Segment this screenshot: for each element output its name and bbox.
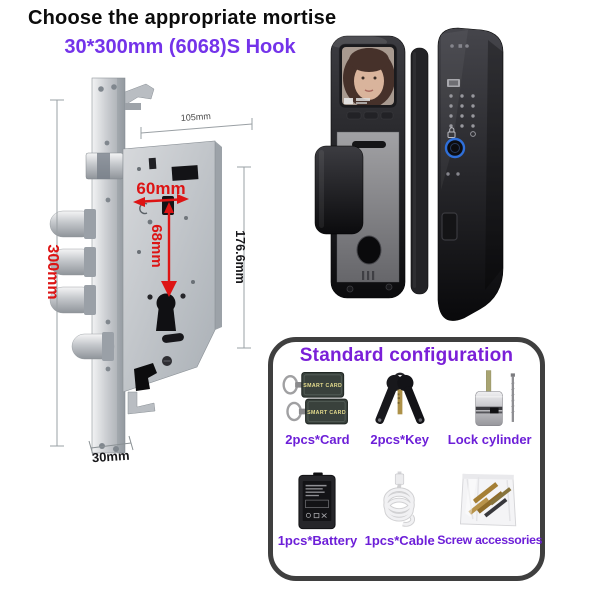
dimension-176-6mm: 176.6mm <box>233 166 251 349</box>
config-item-label: 2pcs*Key <box>370 432 429 447</box>
dimension-30mm: 30mm <box>88 435 134 466</box>
mortise-size-label: 30*300mm (6068)S Hook <box>64 36 296 58</box>
sensor-oval <box>356 235 382 265</box>
battery-icon <box>298 472 337 530</box>
screw-bag-icon <box>459 473 516 527</box>
key-blade <box>397 389 403 415</box>
handle-block <box>314 145 364 235</box>
dimension-60mm: 60mm <box>133 179 189 207</box>
dimension-105mm: 105mm <box>140 111 253 139</box>
dim-68mm-label: 68mm <box>148 224 165 267</box>
lock-screen <box>342 47 394 105</box>
config-grid: SMART CARD SMART CARD 2pcs*Card <box>273 367 543 572</box>
config-item-label: Screw accessories <box>437 533 543 547</box>
latch-bolt <box>85 152 124 180</box>
config-item-label: 2pcs*Card <box>285 432 350 447</box>
config-item-battery: 1pcs*Battery <box>277 471 358 572</box>
battery-cover <box>441 212 458 241</box>
config-item-cylinder: Lock cylinder <box>441 370 538 471</box>
cable-icon <box>382 471 415 527</box>
config-item-cable: 1pcs*Cable <box>358 471 442 572</box>
config-item-label: Lock cylinder <box>447 432 532 447</box>
config-item-label: 1pcs*Battery <box>277 533 358 548</box>
standard-configuration-panel: Standard configuration SMART CARD <box>268 337 545 581</box>
config-item-keys: 2pcs*Key <box>358 370 442 471</box>
card-text: SMART CARD <box>308 410 347 416</box>
lock-icon <box>447 127 456 138</box>
face <box>354 62 384 100</box>
hook-bolt <box>124 83 155 106</box>
smart-lock-front <box>314 35 406 299</box>
dim-300mm-label: 300mm <box>44 244 61 299</box>
dim-30mm-label: 30mm <box>91 448 130 466</box>
config-item-label: 1pcs*Cable <box>364 533 435 548</box>
dim-105mm-label: 105mm <box>180 111 211 123</box>
mounting-plate <box>410 47 429 295</box>
config-title: Standard configuration <box>299 345 514 366</box>
deadbolt-cylinders <box>49 209 115 361</box>
dim-60mm-label: 60mm <box>136 179 185 198</box>
smart-lock-rear <box>410 27 504 321</box>
screen-buttons <box>346 111 394 120</box>
doorbell-icon <box>470 131 476 137</box>
indicator-icons <box>450 44 469 48</box>
speaker-icon <box>362 271 375 280</box>
dim-176-6mm-label: 176.6mm <box>233 230 247 284</box>
cylinder-screw <box>510 373 515 422</box>
card-slot <box>352 141 386 148</box>
card-text: SMART CARD <box>304 383 343 389</box>
screws <box>468 482 512 518</box>
mortise-diagram: 300mm 105mm 176.6mm 60mm <box>44 77 253 466</box>
screen-status-icon <box>344 98 353 104</box>
keypad <box>449 94 475 128</box>
page-title: Choose the appropriate mortise <box>28 7 337 29</box>
fingerprint-ring <box>444 137 466 159</box>
config-item-screws: Screw accessories <box>437 471 543 572</box>
dimension-68mm: 68mm <box>148 202 177 297</box>
key-icon <box>375 372 425 425</box>
mortise-faceplate <box>91 77 126 454</box>
lock-cylinder-icon <box>475 370 515 427</box>
smart-card-icon: SMART CARD SMART CARD <box>282 371 349 425</box>
config-item-cards: SMART CARD SMART CARD 2pcs*Card <box>277 370 358 471</box>
dimension-300mm: 300mm <box>44 99 64 447</box>
